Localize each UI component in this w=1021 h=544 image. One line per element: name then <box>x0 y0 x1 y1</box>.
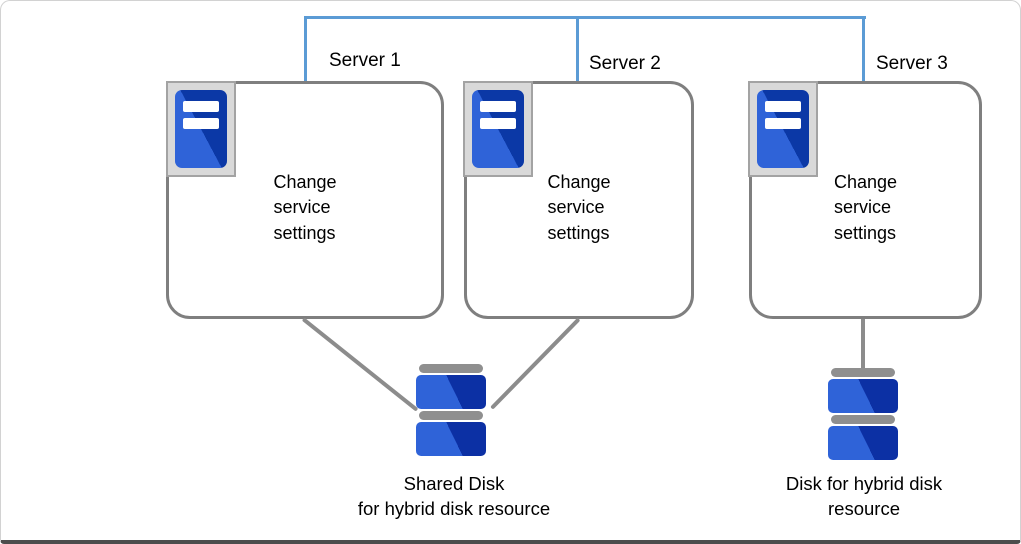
server-3-label: Server 3 <box>876 53 948 74</box>
server-2-label: Server 2 <box>589 53 661 74</box>
server-slot-bar <box>183 101 219 112</box>
server-slot-bar <box>183 118 219 129</box>
disk-platter-bar <box>419 411 483 420</box>
server3-disk-line <box>861 319 865 371</box>
server-3-icon <box>748 81 818 177</box>
server-slot-bar <box>480 118 516 129</box>
disk-platter-bar <box>831 368 895 377</box>
disk-platter-bar <box>831 415 895 424</box>
server-tower-glyph <box>175 90 227 168</box>
network-trunk-line <box>305 16 866 19</box>
server-tower-glyph <box>757 90 809 168</box>
shared-disk-icon <box>416 364 486 458</box>
shared-disk-label: Shared Disk for hybrid disk resource <box>357 473 551 519</box>
server-1-icon <box>166 81 236 177</box>
hybrid-disk-label: Disk for hybrid disk resource <box>785 473 943 519</box>
server-2-box: Change service settings <box>464 81 694 319</box>
disk-platter-bar <box>419 364 483 373</box>
server-slot-bar <box>765 118 801 129</box>
server-slot-bar <box>765 101 801 112</box>
disk-unit <box>828 426 898 460</box>
server-1-label: Server 1 <box>329 50 401 71</box>
hybrid-disk-icon <box>828 368 898 462</box>
disk-unit <box>416 422 486 456</box>
network-drop-line-server3 <box>862 16 865 81</box>
server-2-icon <box>463 81 533 177</box>
server-1-box-text: Change service settings <box>273 171 337 243</box>
server-slot-bar <box>480 101 516 112</box>
network-drop-line-server1 <box>304 16 307 81</box>
disk-unit <box>828 379 898 413</box>
server-3-box-text: Change service settings <box>833 171 898 243</box>
network-drop-line-server2 <box>576 16 579 81</box>
disk-unit <box>416 375 486 409</box>
server-2-box-text: Change service settings <box>547 171 611 243</box>
server-tower-glyph <box>472 90 524 168</box>
server2-shared-disk-line <box>490 317 581 410</box>
server1-shared-disk-line <box>301 317 419 412</box>
